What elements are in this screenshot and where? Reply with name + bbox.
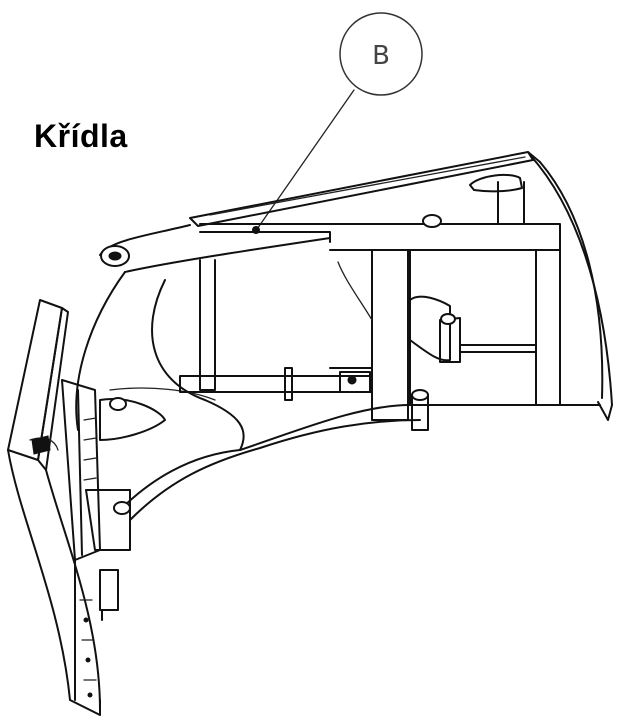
moldboard (527, 151, 613, 421)
shell-lower-curve (75, 271, 601, 521)
right-cylinder (409, 295, 537, 431)
left-wing (7, 299, 101, 716)
callout-b: B (252, 12, 423, 234)
hinge-arm (99, 224, 331, 273)
rib-details (79, 417, 97, 698)
left-bracket (99, 397, 166, 441)
lower-left-block (85, 489, 131, 621)
frame-posts (199, 181, 561, 421)
hydraulic-rod (179, 261, 373, 401)
top-frame-beam (189, 151, 561, 251)
section-title: Křídla (34, 118, 128, 154)
callout-label: B (372, 41, 390, 71)
